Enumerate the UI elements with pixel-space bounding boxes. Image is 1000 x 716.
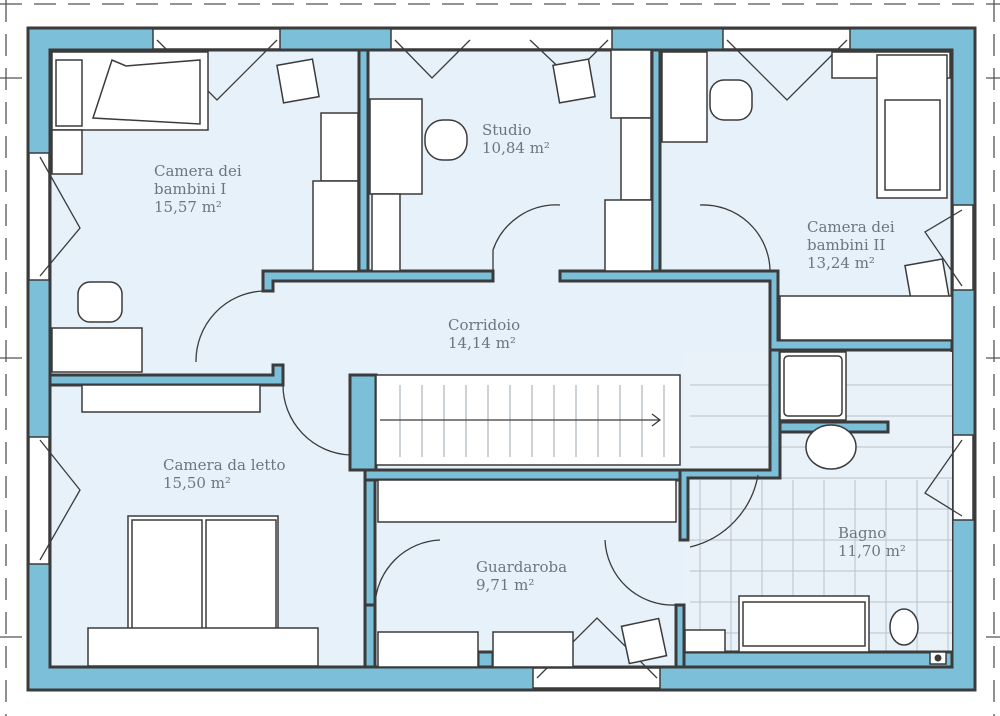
label-camera-bambini-2: Camera dei bambini II 13,24 m² xyxy=(807,218,895,272)
svg-text:Studio: Studio xyxy=(482,121,531,139)
svg-text:11,70 m²: 11,70 m² xyxy=(838,542,906,560)
staircase xyxy=(375,374,681,466)
svg-text:9,71 m²: 9,71 m² xyxy=(476,576,534,594)
svg-text:15,50 m²: 15,50 m² xyxy=(163,474,231,492)
svg-text:15,57 m²: 15,57 m² xyxy=(154,198,222,216)
svg-text:Camera dei: Camera dei xyxy=(807,218,895,236)
svg-text:Camera da letto: Camera da letto xyxy=(163,456,285,474)
svg-text:bambini II: bambini II xyxy=(807,236,885,254)
label-camera-bambini-1: Camera dei bambini I 15,57 m² xyxy=(154,162,242,216)
windows xyxy=(28,28,974,689)
svg-text:13,24 m²: 13,24 m² xyxy=(807,254,875,272)
room-labels: Camera dei bambini I 15,57 m² Studio 10,… xyxy=(154,121,906,594)
svg-text:Guardaroba: Guardaroba xyxy=(476,558,567,576)
label-bagno: Bagno 11,70 m² xyxy=(838,524,906,560)
label-studio: Studio 10,84 m² xyxy=(482,121,550,157)
svg-text:14,14 m²: 14,14 m² xyxy=(448,334,516,352)
svg-text:10,84 m²: 10,84 m² xyxy=(482,139,550,157)
label-camera-da-letto: Camera da letto 15,50 m² xyxy=(163,456,285,492)
svg-text:Camera dei: Camera dei xyxy=(154,162,242,180)
svg-text:bambini I: bambini I xyxy=(154,180,226,198)
svg-text:Bagno: Bagno xyxy=(838,524,886,542)
svg-text:Corridoio: Corridoio xyxy=(448,316,520,334)
furniture xyxy=(51,49,953,668)
label-guardaroba: Guardaroba 9,71 m² xyxy=(476,558,567,594)
door-swings xyxy=(195,204,771,606)
label-corridoio: Corridoio 14,14 m² xyxy=(448,316,520,352)
